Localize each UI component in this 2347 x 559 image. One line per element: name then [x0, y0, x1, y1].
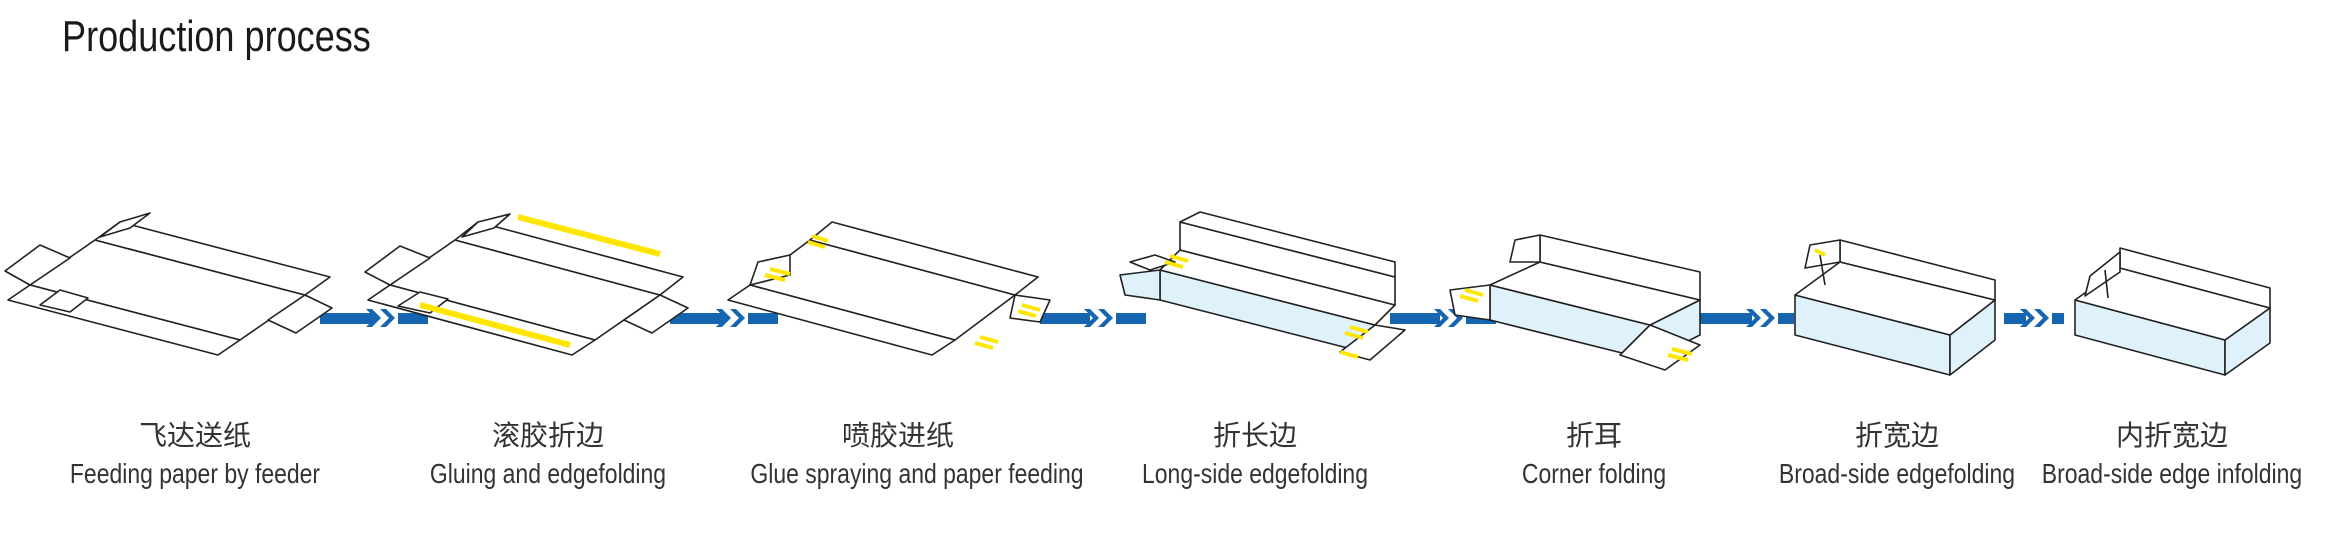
step-title-cn: 折长边 [1212, 419, 1297, 452]
chevron-icon [380, 309, 395, 327]
step-title-en: Long-side edgefolding [1142, 458, 1368, 489]
blank-flat-illustration [4, 212, 333, 356]
step-title-cn: 折宽边 [1854, 419, 1939, 452]
conveyor-segment [1778, 313, 1794, 324]
step-title-en: Broad-side edgefolding [1778, 458, 2016, 489]
step-title-en: Feeding paper by feeder [69, 458, 321, 489]
conveyor-segment [398, 313, 428, 324]
long-side-fold-illustration [1119, 211, 1406, 361]
chevron-icon [366, 309, 381, 327]
step-title-en: Corner folding [1521, 458, 1667, 489]
conveyor-segment [2004, 313, 2026, 324]
conveyor-segment [2052, 313, 2064, 324]
step-label: 折长边 Long-side edgefolding [1075, 418, 1435, 494]
chevron-icon [1434, 309, 1449, 327]
chevron-icon [1084, 309, 1099, 327]
step-label: 内折宽边 Broad-side edge infolding [1992, 418, 2347, 494]
step-label: 滚胶折边 Gluing and edgefolding [368, 418, 728, 494]
conveyor-segment [1116, 313, 1146, 324]
chevron-icon [2020, 309, 2035, 327]
conveyor-segment [748, 313, 778, 324]
blank-glued-illustration [364, 213, 689, 356]
chevron-icon [1098, 309, 1113, 327]
chevron-icon [730, 309, 745, 327]
step-title-cn: 飞达送纸 [138, 419, 251, 452]
step-label: 飞达送纸 Feeding paper by feeder [15, 418, 375, 494]
step-label: 折宽边 Broad-side edgefolding [1717, 418, 2077, 494]
chevron-icon [716, 309, 731, 327]
step-title-cn: 内折宽边 [2115, 419, 2228, 452]
step-title-en: Glue spraying and paper feeding [750, 458, 1084, 489]
conveyor-segment [670, 313, 725, 324]
blank-glue-spray-illustration [727, 221, 1051, 356]
step-title-cn: 喷胶进纸 [841, 419, 954, 452]
step-title-cn: 折耳 [1565, 419, 1622, 452]
conveyor-segment [1390, 313, 1440, 324]
finished-box-illustration [2074, 247, 2271, 376]
chevron-icon [1760, 309, 1775, 327]
chevron-icon [2034, 309, 2049, 327]
chevron-icon [1746, 309, 1761, 327]
conveyor-segment [1040, 313, 1090, 324]
step-title-en: Gluing and edgefolding [429, 458, 667, 489]
step-label: 喷胶进纸 Glue spraying and paper feeding [718, 418, 1084, 494]
step-title-en: Broad-side edge infolding [2041, 458, 2303, 489]
conveyor-segment [1700, 313, 1752, 324]
step-label: 折耳 Corner folding [1414, 418, 1774, 494]
broad-side-fold-illustration [1794, 239, 1996, 376]
step-title-cn: 滚胶折边 [491, 419, 604, 452]
conveyor-segment [320, 313, 375, 324]
page-title: Production process [62, 12, 371, 61]
corner-fold-illustration [1449, 234, 1701, 371]
